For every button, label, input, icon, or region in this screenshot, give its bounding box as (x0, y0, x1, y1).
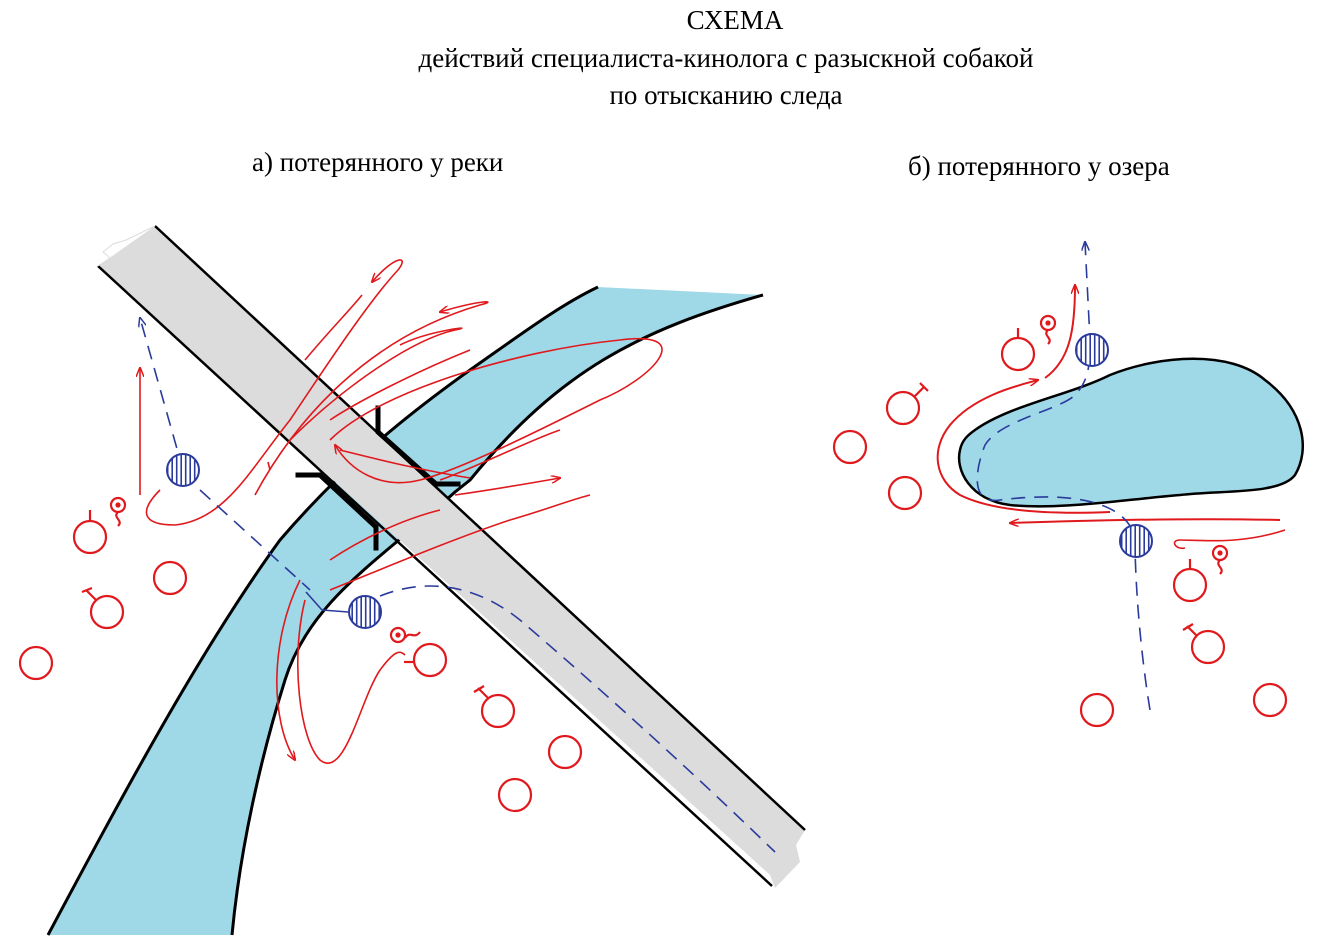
panel-b-caption: б) потерянного у озера (908, 151, 1170, 181)
dog-tracks-b (976, 242, 1151, 711)
dog-tracks-a (140, 318, 776, 853)
people-b (832, 314, 1288, 728)
diagram-subtitle: действий специалиста-кинолога с разыскно… (418, 43, 1034, 73)
handler-paths-b (936, 285, 1286, 550)
dog-markers-b (1075, 333, 1153, 558)
bridge-markers (295, 405, 461, 551)
people-a (18, 496, 583, 813)
diagram-title: СХЕМА (686, 5, 784, 35)
diagram-subtitle-2: по отысканию следа (609, 80, 843, 110)
handler-paths-a (140, 259, 663, 764)
panel-a-river (46, 285, 764, 936)
panel-b-lake (957, 357, 1304, 508)
panel-a-road (97, 225, 806, 888)
dog-markers-a (166, 453, 382, 629)
panel-a-caption: а) потерянного у реки (252, 147, 504, 177)
